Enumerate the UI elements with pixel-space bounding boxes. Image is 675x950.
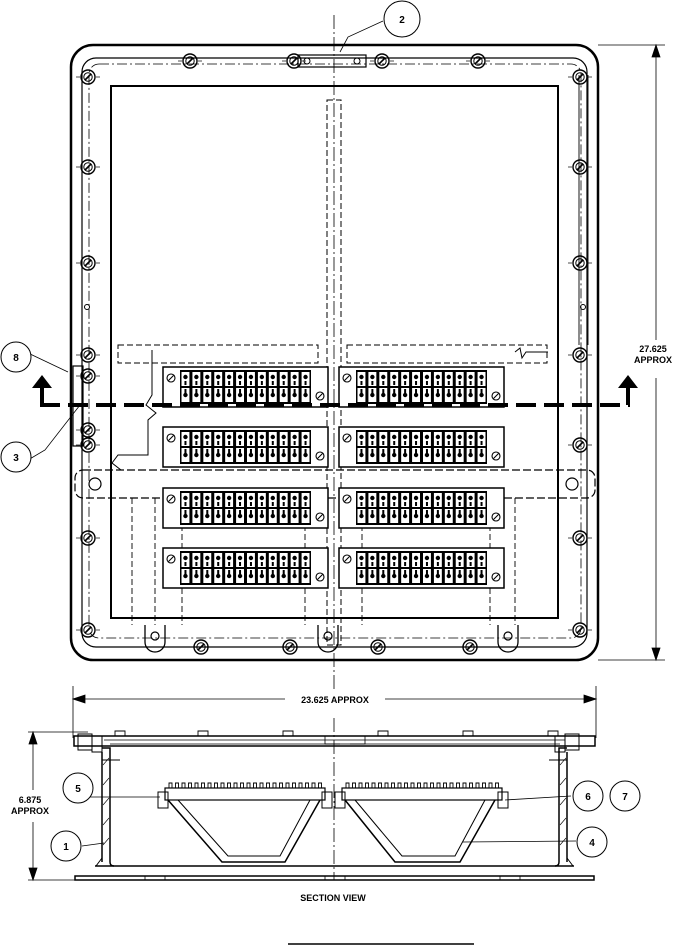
callout-number: 1: [63, 842, 69, 853]
enclosure-inner-flange: [81, 57, 588, 648]
terminal-blocks: [162, 366, 505, 589]
bottom-tab-2: [317, 625, 339, 653]
height-dim-unit: APPROX: [634, 355, 672, 365]
breakout-line-left: [111, 350, 157, 471]
section-wall-left: [102, 747, 115, 867]
callout-bubbles: 2 8 3 5 1 6 7 4: [0, 0, 641, 862]
bolt: [568, 622, 592, 638]
bolt: [76, 159, 100, 175]
section-arrow-right: [618, 375, 638, 388]
bolt: [76, 255, 100, 271]
callout-number: 6: [585, 792, 591, 803]
bolt: [568, 437, 592, 453]
height-dim-value: 27.625: [639, 344, 667, 354]
section-bracket-right: [344, 799, 496, 863]
section-terminal-strip-left: [164, 787, 326, 801]
depth-dimension: [28, 730, 88, 882]
callout-number: 4: [589, 838, 595, 849]
section-arrow-left: [32, 375, 52, 388]
flange-bolts: [76, 53, 592, 655]
bolt: [466, 53, 490, 69]
bolt: [76, 347, 100, 363]
callout-2: 2: [383, 0, 421, 38]
callout-number: 5: [75, 784, 81, 795]
enclosure-outer-flange: [69, 43, 600, 662]
bolt: [76, 437, 100, 453]
callout-number: 8: [13, 353, 19, 364]
terminal-block: [162, 426, 329, 468]
bolt: [370, 53, 394, 69]
width-dim-label: 23.625 APPROX: [301, 695, 369, 705]
bolt: [568, 255, 592, 271]
section-view-title: SECTION VIEW: [300, 893, 366, 903]
callout-leaders: [27, 20, 577, 847]
callout-number: 3: [13, 453, 19, 464]
section-view: [73, 730, 596, 881]
bottom-tab-3: [497, 625, 519, 653]
bolt: [568, 69, 592, 85]
width-dimension: [71, 686, 598, 738]
depth-dim-unit: APPROX: [11, 806, 49, 816]
hidden-cover-right: [346, 344, 548, 364]
terminal-block: [162, 487, 329, 529]
section-terminal-strip-right: [341, 787, 503, 801]
enclosure-plan-view: [69, 43, 600, 662]
bolt: [76, 422, 100, 438]
callout-4: 4: [576, 826, 608, 858]
bolt: [568, 159, 592, 175]
mounting-bar: [74, 469, 596, 499]
bolt: [76, 530, 100, 546]
hidden-cover-left: [117, 344, 319, 364]
callout-number: 7: [622, 792, 628, 803]
section-cover: [73, 735, 596, 747]
section-wall-right: [554, 747, 567, 867]
right-rail: [578, 75, 589, 345]
breakout-line-right: [514, 347, 548, 360]
section-bracket-left: [167, 799, 321, 863]
height-dimension: [598, 43, 665, 662]
callout-8: 8: [0, 341, 32, 373]
enclosure-opening: [110, 85, 559, 619]
callout-number: 2: [399, 15, 405, 26]
callout-1: 1: [50, 830, 82, 862]
mounting-bar-hole-left: [88, 477, 102, 491]
bolt: [178, 53, 202, 69]
terminal-block: [338, 426, 505, 468]
bolt: [458, 639, 482, 655]
bolt: [282, 53, 306, 69]
terminal-block: [162, 547, 329, 589]
nameplate: [297, 54, 367, 68]
callout-3: 3: [0, 441, 32, 473]
section-base-plate: [74, 875, 595, 881]
bolt: [76, 368, 100, 384]
terminal-block: [162, 366, 329, 408]
bolt: [189, 639, 213, 655]
depth-dim-value: 6.875: [19, 795, 42, 805]
mounting-bar-hole-right: [565, 477, 579, 491]
bolt: [76, 69, 100, 85]
callout-7: 7: [609, 780, 641, 812]
callout-5: 5: [62, 772, 94, 804]
section-cut-line: [32, 375, 638, 407]
bolt: [568, 530, 592, 546]
bolt: [568, 347, 592, 363]
bolt: [278, 639, 302, 655]
bolt: [76, 622, 100, 638]
terminal-block: [338, 366, 505, 408]
bolt: [366, 639, 390, 655]
bottom-tab-1: [144, 625, 166, 653]
terminal-block: [338, 547, 505, 589]
callout-6: 6: [572, 780, 604, 812]
terminal-block: [338, 487, 505, 529]
